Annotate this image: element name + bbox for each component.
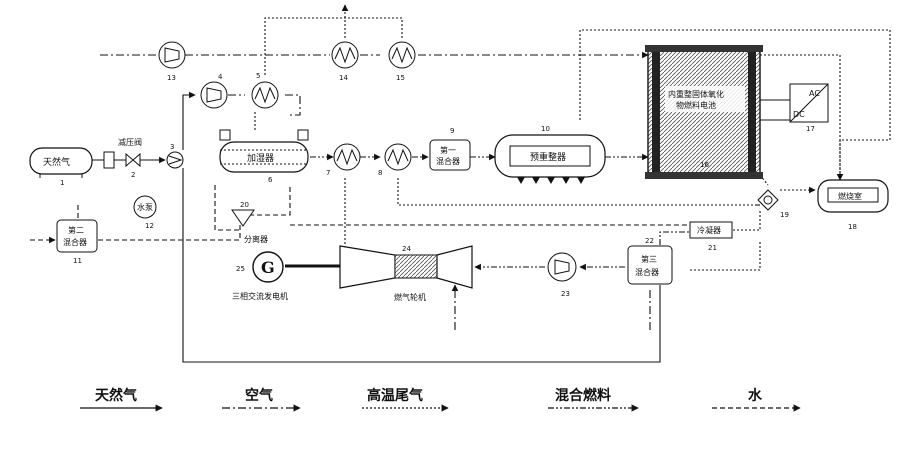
condenser-label: 冷凝器 <box>697 225 721 235</box>
comp13-num: 13 <box>167 74 176 82</box>
mixer1-num: 9 <box>450 127 454 135</box>
legend: 天然气 空气 高温尾气 混合燃料 水 <box>80 387 800 408</box>
air-line-hx5 <box>285 95 300 115</box>
prereformer-num: 10 <box>541 125 550 133</box>
compressor-4: 4 <box>201 73 227 108</box>
svg-text:混合燃料: 混合燃料 <box>555 387 611 404</box>
turbine-label: 燃气轮机 <box>394 292 426 302</box>
combustor: 燃烧室 18 <box>818 180 888 231</box>
pressure-reducing-valve: 减压阀 2 <box>104 137 142 179</box>
heat-exchanger-8: 8 <box>378 144 411 177</box>
prereformer: 预重整器 10 <box>495 125 605 184</box>
inverter-num: 17 <box>806 125 815 133</box>
hx5-num: 5 <box>256 72 260 80</box>
generator: G 25 三相交流发电机 <box>232 252 288 301</box>
heat-exchanger-15: 15 <box>389 42 415 82</box>
combustor-num: 18 <box>848 223 857 231</box>
mixer-1: 第一 混合器 9 <box>430 127 470 170</box>
svg-text:水: 水 <box>748 387 763 404</box>
legend-item-air: 空气 <box>222 387 300 408</box>
generator-label: 三相交流发电机 <box>232 291 288 301</box>
hx8-num: 8 <box>378 169 382 177</box>
mixer1-label1: 第一 <box>440 145 456 155</box>
mixer3-num: 22 <box>645 237 654 245</box>
legend-item-mixed-fuel: 混合燃料 <box>548 387 638 408</box>
humidifier-label: 加湿器 <box>247 153 274 164</box>
valve19-num: 19 <box>780 211 789 219</box>
svg-text:天然气: 天然气 <box>95 387 137 404</box>
inverter-ac: AC <box>809 89 820 98</box>
pump3-num: 3 <box>170 143 174 151</box>
cond-line <box>733 210 760 230</box>
gas-line-up <box>183 95 195 150</box>
mixer2-label1: 第二 <box>68 225 84 235</box>
separator: 20 分离器 <box>232 201 268 244</box>
mixer3-label1: 第三 <box>641 254 657 264</box>
svg-text:高温尾气: 高温尾气 <box>367 387 423 404</box>
legend-item-exhaust: 高温尾气 <box>362 387 448 408</box>
comp4-num: 4 <box>218 73 223 81</box>
water-pump-label: 水泵 <box>137 202 153 212</box>
heat-exchanger-5: 5 <box>252 72 278 108</box>
exhaust-line-hx8 <box>398 178 755 205</box>
humidifier: 加湿器 6 <box>220 130 308 184</box>
hx15-num: 15 <box>396 74 405 82</box>
condenser: 冷凝器 21 <box>690 222 732 252</box>
sofc-label1: 内重整固体氧化 <box>668 89 724 99</box>
sofc-num: 16 <box>700 161 709 169</box>
water-pump-num: 12 <box>145 222 154 230</box>
hx14-num: 14 <box>339 74 348 82</box>
heat-exchanger-7: 7 <box>326 144 360 177</box>
generator-num: 25 <box>236 265 245 273</box>
separator-num: 20 <box>240 201 249 209</box>
inverter: AC DC 17 <box>790 84 828 133</box>
svg-text:空气: 空气 <box>245 387 273 404</box>
compressor-23: 23 <box>548 253 576 298</box>
valve-num: 2 <box>131 171 135 179</box>
legend-item-water: 水 <box>712 387 800 408</box>
mixer1-label2: 混合器 <box>436 156 460 166</box>
valve-19: 19 <box>758 190 789 219</box>
mixer-2: 第二 混合器 11 <box>57 220 97 265</box>
gas-turbine: 24 燃气轮机 <box>340 245 472 302</box>
mixer2-label2: 混合器 <box>63 237 87 247</box>
mixer3-label2: 混合器 <box>635 267 659 277</box>
legend-item-natural-gas: 天然气 <box>80 387 162 408</box>
turbine-num: 24 <box>402 245 411 253</box>
mixer2-num: 11 <box>73 257 82 265</box>
comp23-num: 23 <box>561 290 570 298</box>
natural-gas-tank: 天然气 1 <box>30 148 92 187</box>
natural-gas-num: 1 <box>60 179 64 187</box>
condenser-num: 21 <box>708 244 717 252</box>
mixer-3: 第三 混合器 22 <box>628 237 672 284</box>
mixer3-line <box>660 232 690 245</box>
water-line-2 <box>98 185 290 240</box>
hx7-num: 7 <box>326 169 330 177</box>
generator-symbol: G <box>261 258 275 277</box>
heat-exchanger-14: 14 <box>332 42 358 82</box>
combustor-label: 燃烧室 <box>838 191 862 201</box>
prereformer-label: 预重整器 <box>530 151 566 163</box>
water-line-sep <box>215 185 240 230</box>
natural-gas-label: 天然气 <box>43 156 70 168</box>
mixer3-right <box>690 240 760 270</box>
humidifier-num: 6 <box>268 176 273 184</box>
inverter-dc: DC <box>793 110 805 119</box>
separator-label: 分离器 <box>244 234 268 244</box>
compressor-13: 13 <box>159 42 185 82</box>
water-pump: 水泵 12 <box>134 196 156 230</box>
valve-label: 减压阀 <box>118 137 142 147</box>
sofc-stack: 内重整固体氧化 物燃料电池 16 <box>645 45 763 179</box>
sofc-label2: 物燃料电池 <box>676 100 716 110</box>
gas-pump: 3 <box>167 143 183 168</box>
exhaust-line-top <box>265 18 402 75</box>
